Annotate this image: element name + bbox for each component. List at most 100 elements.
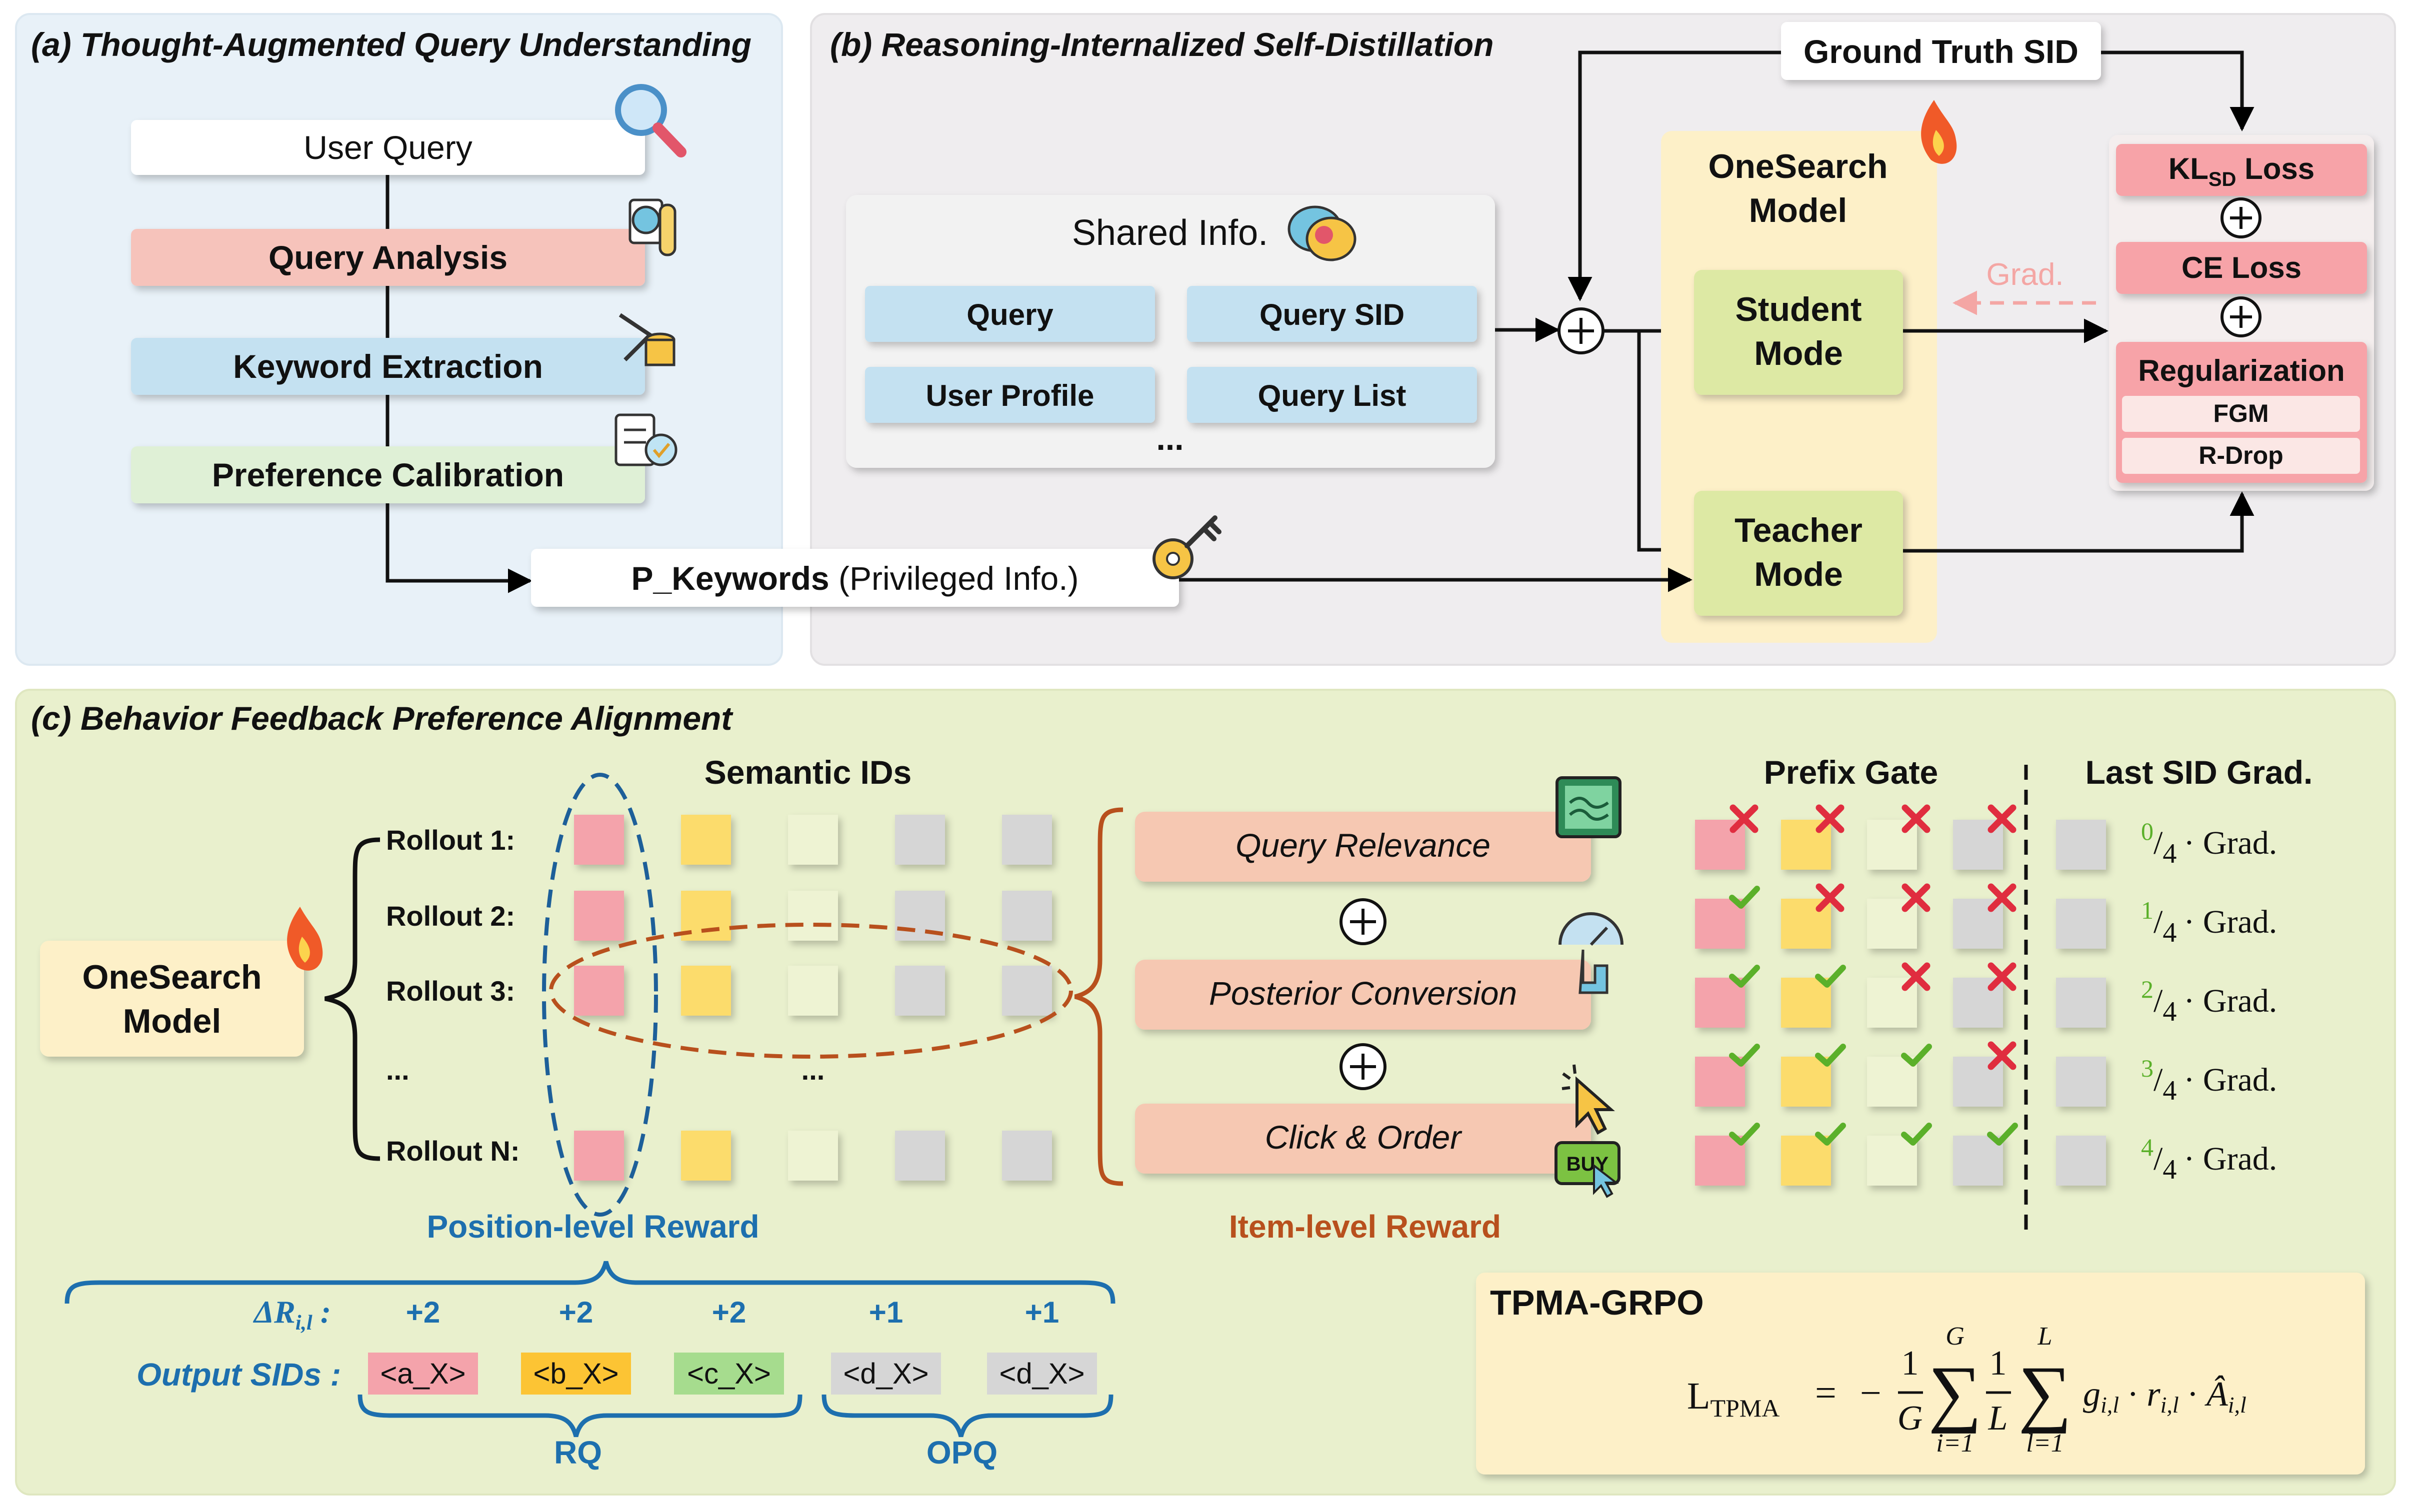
ground-truth-label: Ground Truth SID [1804, 33, 2078, 70]
output-sid-tokens: <a_X><b_X><c_X><d_X><d_X> [368, 1353, 1097, 1395]
sid-cell [574, 891, 624, 941]
teacher-mode-line2: Mode [1754, 555, 1843, 593]
regularization-label: Regularization [2138, 354, 2344, 387]
last-sid-cell [2056, 1057, 2106, 1107]
key-icon [1152, 515, 1222, 579]
shared-item-query-label: Query [966, 298, 1054, 331]
rollout-label-dots: ... [386, 1054, 410, 1086]
delta-value: +2 [559, 1296, 593, 1329]
grad-denominator: 4 [2162, 917, 2176, 948]
pickaxe-database-icon [618, 313, 676, 366]
delta-r-main: ΔR [252, 1294, 296, 1330]
rq-brace [358, 1394, 802, 1438]
output-sid-token-bg [987, 1353, 1097, 1395]
plus-node-2 [2220, 296, 2262, 337]
rollout3-ellipse [549, 923, 1073, 1059]
plus-node-c1 [1340, 898, 1386, 945]
gate-cell [1781, 1057, 1831, 1107]
svg-text:ΔRi,l :: ΔRi,l : [252, 1294, 331, 1335]
output-sid-token: <a_X> [380, 1358, 466, 1390]
formula-a-sub: i,l [2228, 1392, 2246, 1418]
shared-item-query-sid [1187, 286, 1477, 342]
prefix-gate-grid [1695, 804, 2018, 1186]
rollout-model-box [40, 941, 304, 1057]
formula-lhs-main: L [1687, 1375, 1710, 1417]
gate-cell [1867, 1136, 1917, 1186]
sid-cell [681, 1131, 731, 1181]
rollout-label-3: Rollout 3: [386, 975, 515, 1007]
shared-info-label: Shared Info. [1072, 213, 1268, 253]
rollout-model-line2: Model [123, 1002, 221, 1040]
formula-dot2: · [2187, 1375, 2198, 1414]
ce-loss-label: CE Loss [2182, 251, 2302, 284]
delta-values: +2+2+2+1+1 [406, 1296, 1059, 1329]
cross-icon [1902, 962, 1930, 991]
query-relevance-label: Query Relevance [1236, 827, 1490, 864]
sum-node [1558, 307, 1604, 354]
sid-cell [1002, 1131, 1052, 1181]
delta-value: +1 [869, 1296, 903, 1329]
last-sid-cell [2056, 1136, 2106, 1186]
shared-item-query-sid-label: Query SID [1260, 298, 1404, 331]
formula-sum1-top: G [1946, 1322, 1964, 1351]
formula-sum2-bottom: l=1 [2026, 1429, 2064, 1458]
rdrop-label: R-Drop [2198, 441, 2283, 469]
panel-a: (a) Thought-Augmented Query Understandin… [15, 13, 783, 666]
rollout-left-brace [324, 837, 380, 1161]
grad-slash: / [2154, 1141, 2163, 1177]
shared-item-query-list [1187, 367, 1477, 423]
check-icon [1729, 1044, 1760, 1067]
gate-cell [1695, 899, 1745, 949]
cross-stroke [1988, 804, 2016, 833]
student-mode-box [1694, 270, 1903, 395]
cross-stroke [1816, 804, 1844, 833]
formula-minus: − [1860, 1372, 1882, 1414]
panel-a-title: (a) Thought-Augmented Query Understandin… [31, 26, 752, 63]
output-sid-token: <d_X> [1000, 1358, 1085, 1390]
shared-item-query [865, 286, 1155, 342]
cross-stroke [1902, 962, 1930, 991]
check-icon [1815, 1123, 1846, 1146]
delta-r-colon: : [312, 1294, 331, 1330]
panel-c-title: (c) Behavior Feedback Preference Alignme… [31, 700, 734, 737]
grad-slash: / [2154, 983, 2163, 1019]
grad-numerator: 3 [2141, 1054, 2154, 1082]
formula-sum2-top: L [2038, 1322, 2052, 1351]
check-icon [1815, 965, 1846, 988]
cross-stroke [1902, 883, 1930, 912]
analysis-icon [628, 198, 676, 256]
sid-cell [895, 815, 945, 865]
sid-cell [574, 1131, 624, 1181]
panel-b-background [810, 13, 2396, 666]
gate-cell [1781, 1136, 1831, 1186]
fgm-label: FGM [2213, 399, 2268, 427]
formula-frac1-den: G [1898, 1399, 1923, 1438]
click-order-box [1135, 1104, 1591, 1174]
panel-b-title: (b) Reasoning-Internalized Self-Distilla… [830, 26, 1494, 63]
student-mode-line1: Student [1735, 290, 1862, 328]
cross-stroke [1730, 804, 1758, 833]
formula-frac1-num: 1 [1902, 1344, 1919, 1383]
panel-a-flow-line [386, 175, 532, 593]
last-sid-grad-header: Last SID Grad. [2086, 754, 2313, 791]
position-ellipse [542, 773, 658, 1217]
cross-icon [1902, 804, 1930, 833]
kl-loss-main: KL [2168, 152, 2208, 185]
p-keywords-box [531, 549, 1179, 607]
cross-icon [1902, 883, 1930, 912]
teacher-mode-line1: Teacher [1734, 511, 1862, 549]
cross-icon [1816, 883, 1844, 912]
grad-fraction: 1/4· Grad. [2141, 896, 2277, 948]
formula-frac2-den: L [1988, 1399, 2008, 1438]
kl-loss-label: KLSD Loss [2168, 152, 2314, 190]
chat-bubble-icon [1288, 205, 1356, 261]
formula-g: g [2083, 1375, 2100, 1414]
prefix-gate-header: Prefix Gate [1764, 754, 1938, 791]
posterior-conversion-label: Posterior Conversion [1209, 975, 1517, 1012]
sid-cell [681, 815, 731, 865]
formula-eq: = [1815, 1372, 1836, 1414]
cross-stroke [1988, 883, 2016, 912]
formula-sum1-bottom: i=1 [1936, 1429, 1974, 1458]
teacher-mode-box [1694, 491, 1903, 616]
